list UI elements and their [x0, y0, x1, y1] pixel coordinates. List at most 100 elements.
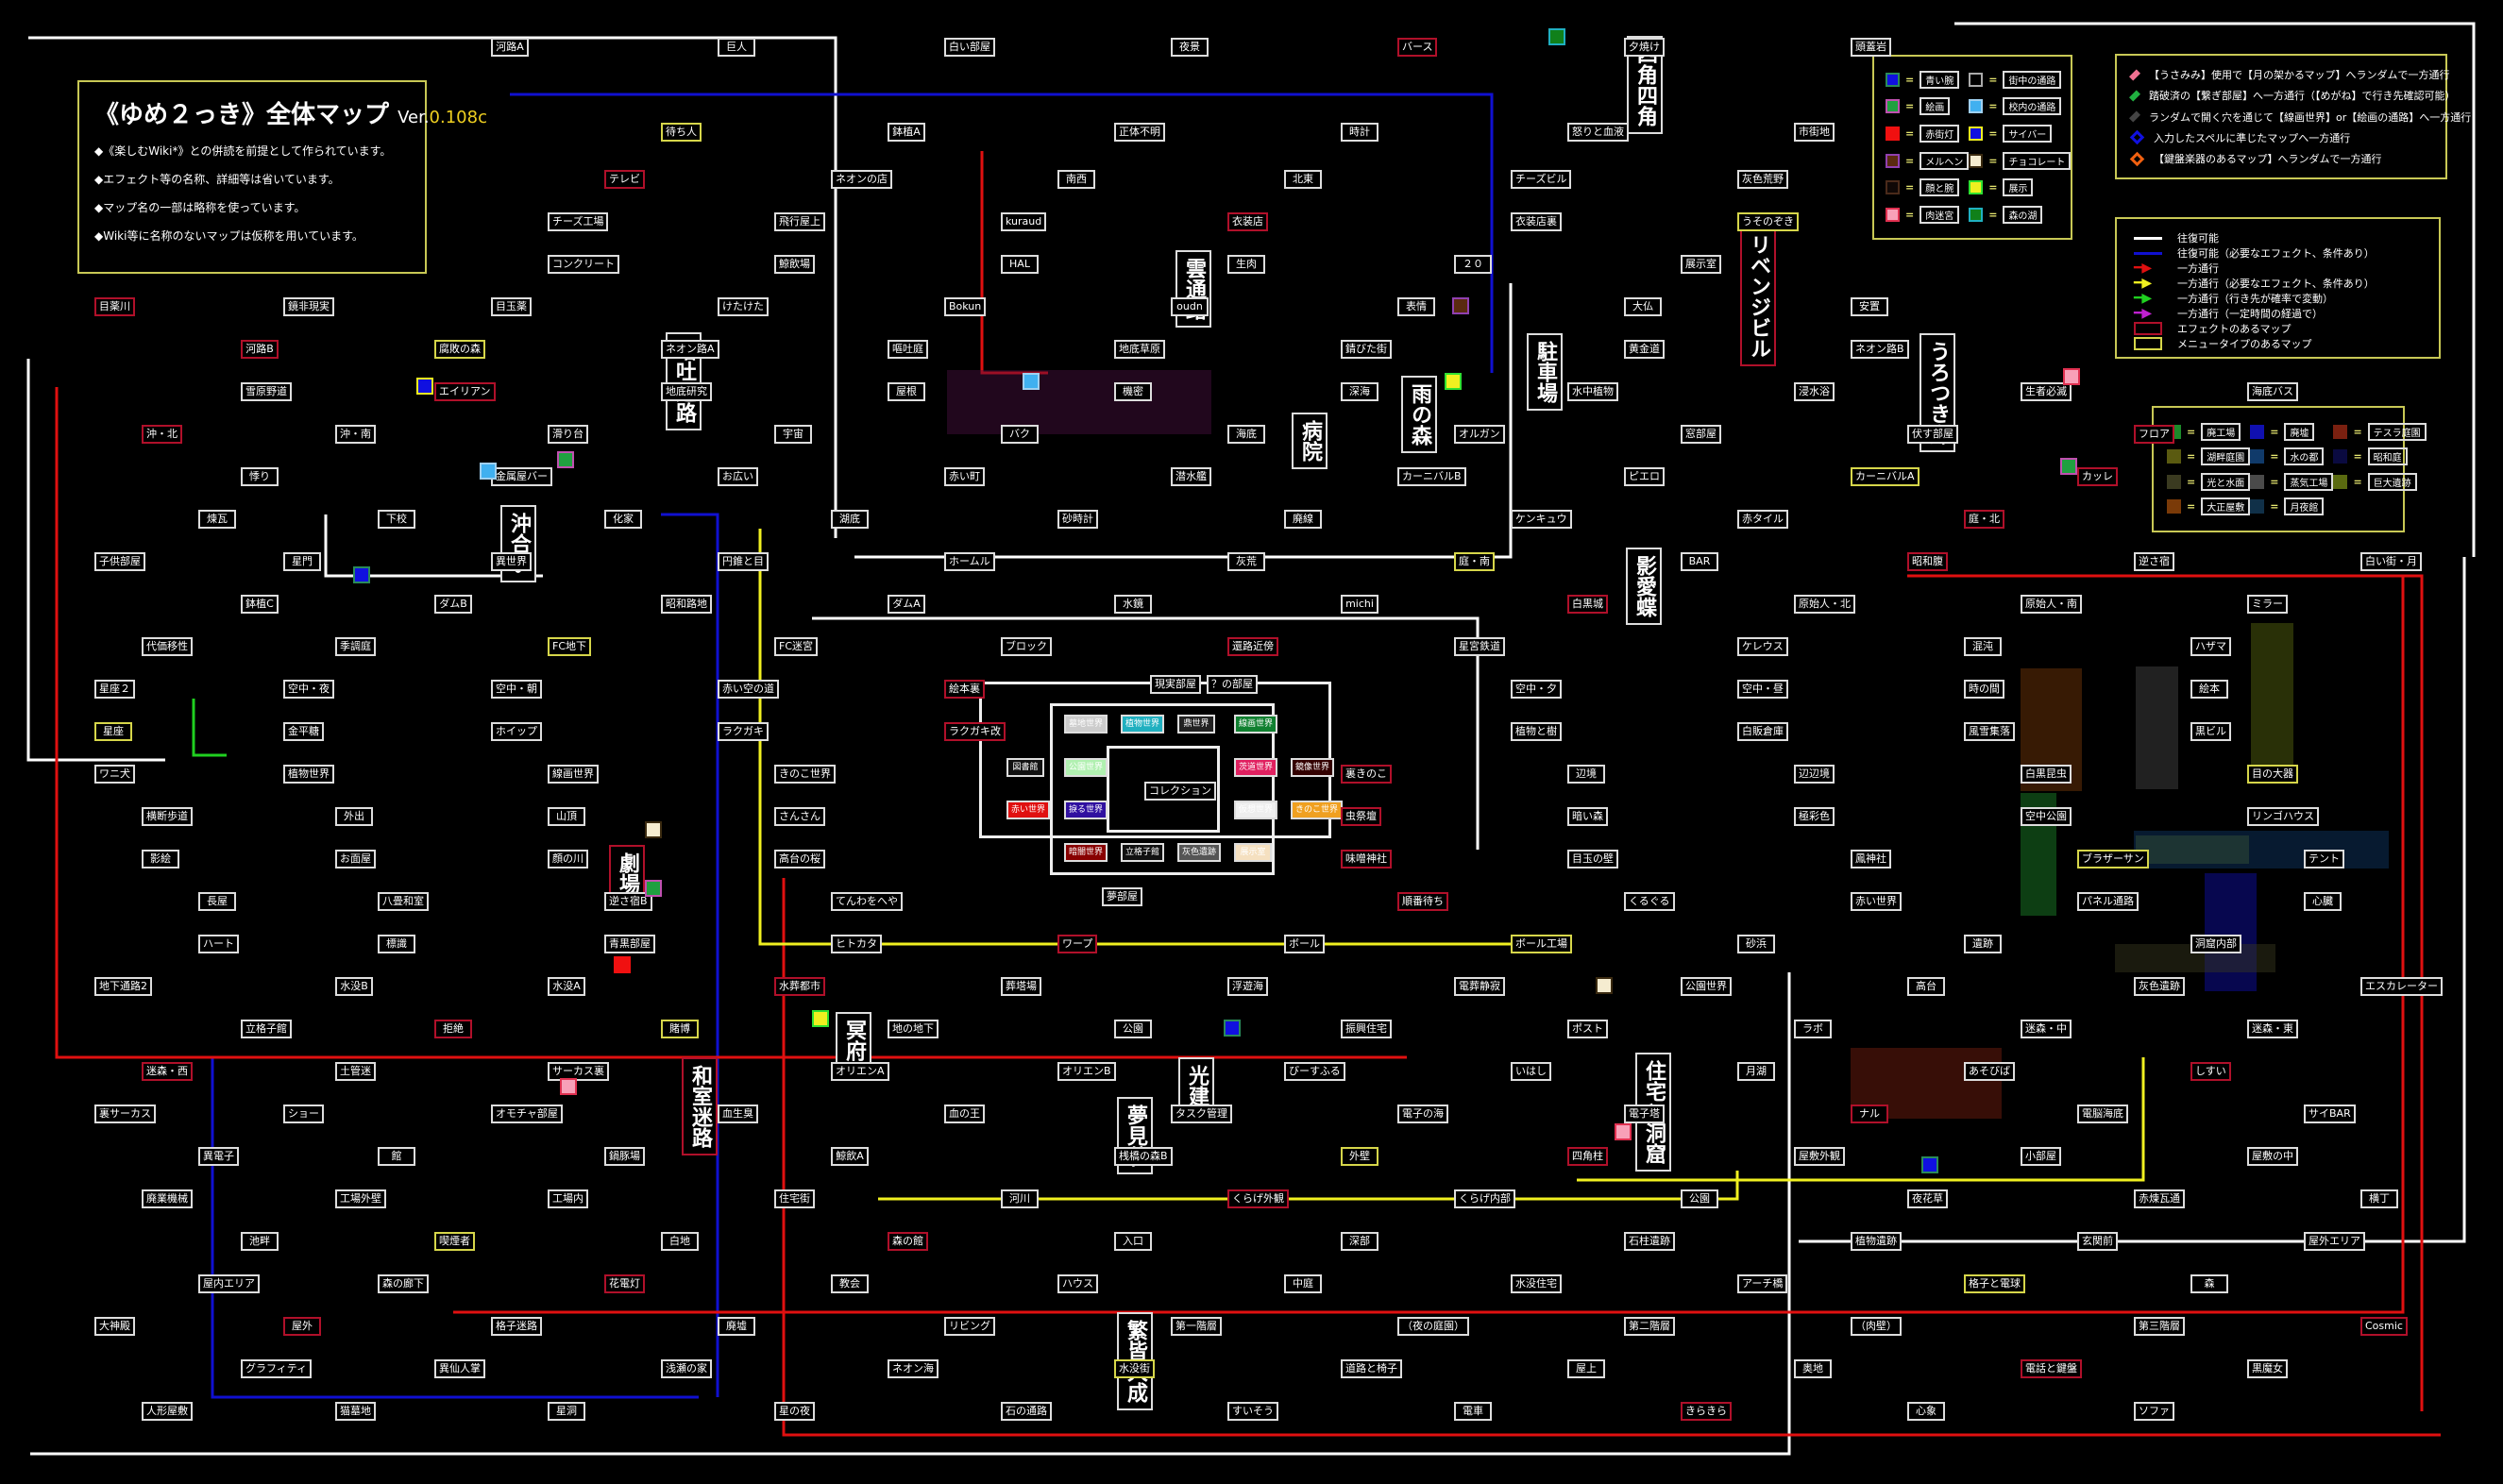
map-node[interactable]: 腐敗の森 [434, 340, 485, 359]
map-node[interactable]: ワニ犬 [94, 765, 135, 784]
hub-map[interactable]: 冥府 [836, 1012, 871, 1069]
map-node[interactable]: カーニバルA [1851, 467, 1920, 486]
map-node[interactable]: 時計 [1341, 123, 1378, 142]
map-node[interactable]: 海底バス [2247, 382, 2298, 401]
nexus-world-door[interactable]: 暗闇世界 [1064, 843, 1108, 862]
hub-map[interactable]: リベンジビル [1740, 227, 1776, 366]
map-node[interactable]: てんわをへや [831, 892, 903, 911]
map-node[interactable]: 金属屋バー [491, 467, 552, 486]
map-node[interactable]: 住宅街 [774, 1189, 815, 1208]
map-node[interactable]: アーチ橋 [1737, 1274, 1788, 1293]
map-node[interactable]: 迷森・西 [142, 1062, 193, 1081]
map-node[interactable]: 空中・夜 [283, 680, 334, 699]
map-node[interactable]: 地の地下 [888, 1020, 939, 1038]
map-node[interactable]: ハート [198, 935, 239, 953]
map-node[interactable]: 怒りと血液 [1567, 123, 1629, 142]
map-node[interactable]: 辺辺境 [1794, 765, 1835, 784]
map-node[interactable]: バース [1397, 38, 1438, 57]
map-node[interactable]: oudn [1171, 297, 1209, 316]
map-node[interactable]: ダムA [888, 595, 925, 614]
map-node[interactable]: チーズビル [1511, 170, 1572, 189]
map-node[interactable]: 混沌 [1964, 637, 2002, 656]
map-node[interactable]: 星座 [94, 722, 132, 741]
map-node[interactable]: 空中・昼 [1737, 680, 1788, 699]
map-node[interactable]: 格子迷路 [491, 1317, 542, 1336]
map-node[interactable]: テント [2304, 850, 2344, 868]
nexus-world-door[interactable]: 公園世界 [1064, 758, 1108, 777]
nexus-world-door[interactable]: 仮想世界 [1234, 801, 1278, 819]
map-node[interactable]: 沖・北 [142, 425, 182, 444]
map-node[interactable]: 横断歩道 [142, 807, 193, 826]
map-node[interactable]: 砂浜 [1737, 935, 1775, 953]
nexus-unknown-room[interactable]: ？の部屋 [1207, 675, 1258, 694]
map-node[interactable]: 森 [2190, 1274, 2228, 1293]
map-node[interactable]: 沖・南 [335, 425, 376, 444]
map-node[interactable]: （肉壁） [1851, 1317, 1902, 1336]
map-node[interactable]: 青黒部屋 [604, 935, 655, 953]
map-node[interactable]: 潜水艦 [1171, 467, 1211, 486]
map-node[interactable]: 空中公園 [2021, 807, 2072, 826]
map-node[interactable]: くらげ内部 [1454, 1189, 1515, 1208]
map-node[interactable]: くらげ外観 [1227, 1189, 1289, 1208]
map-node[interactable]: 南西 [1057, 170, 1095, 189]
map-node[interactable]: 白い部屋 [944, 38, 995, 57]
map-node[interactable]: 下校 [378, 510, 415, 529]
map-node[interactable]: 河路B [241, 340, 279, 359]
map-node[interactable]: 高台 [1907, 977, 1945, 996]
map-node[interactable]: 裏きのこ [1341, 765, 1392, 784]
map-node[interactable]: 第二階層 [1624, 1317, 1675, 1336]
map-node[interactable]: 順番待ち [1397, 892, 1448, 911]
map-node[interactable]: 拒絶 [434, 1020, 472, 1038]
map-node[interactable]: チーズ工場 [548, 212, 609, 231]
map-node[interactable]: 地下通路2 [94, 977, 152, 996]
map-node[interactable]: 第三階層 [2134, 1317, 2185, 1336]
map-node[interactable]: 還路近傍 [1227, 637, 1278, 656]
map-node[interactable]: 大神殿 [94, 1317, 135, 1336]
map-node[interactable]: 高台の桜 [774, 850, 825, 868]
map-node[interactable]: 深海 [1341, 382, 1378, 401]
map-node[interactable]: 横丁 [2360, 1189, 2398, 1208]
map-node[interactable]: 大仏 [1624, 297, 1662, 316]
map-node[interactable]: 夜花草 [1907, 1189, 1948, 1208]
map-node[interactable]: 赤い空の道 [718, 680, 779, 699]
map-node[interactable]: 灰荒 [1227, 552, 1265, 571]
map-node[interactable]: 白地 [661, 1232, 699, 1251]
map-node[interactable]: 電脳海底 [2077, 1105, 2128, 1123]
map-node[interactable]: 葬塔場 [1001, 977, 1041, 996]
map-node[interactable]: 第一階層 [1171, 1317, 1222, 1336]
map-node[interactable]: 植物世界 [283, 765, 334, 784]
map-node[interactable]: 格子と電球 [1964, 1274, 2025, 1293]
map-node[interactable]: くるぐる [1624, 892, 1675, 911]
map-node[interactable]: ネオン海 [888, 1359, 939, 1378]
map-node[interactable]: 深部 [1341, 1232, 1378, 1251]
map-node[interactable]: 白黒城 [1567, 595, 1608, 614]
map-node[interactable]: 地底草原 [1114, 340, 1165, 359]
map-node[interactable]: 星門 [283, 552, 321, 571]
map-node[interactable]: 屋根 [888, 382, 925, 401]
map-node[interactable]: ヒトカタ [831, 935, 882, 953]
map-node[interactable]: 石の通路 [1001, 1402, 1052, 1421]
map-node[interactable]: 心象 [1907, 1402, 1945, 1421]
map-node[interactable]: テレビ [604, 170, 645, 189]
map-node[interactable]: 星の夜 [774, 1402, 815, 1421]
map-node[interactable]: 白黒昆虫 [2021, 765, 2072, 784]
map-node[interactable]: 逆さ宿 [2134, 552, 2174, 571]
map-node[interactable]: ブラザーサン [2077, 850, 2149, 868]
map-node[interactable]: 異世界 [491, 552, 532, 571]
map-node[interactable]: 嘔吐庭 [888, 340, 928, 359]
map-node[interactable]: 生肉 [1227, 255, 1265, 274]
map-node[interactable]: 浅瀬の家 [661, 1359, 712, 1378]
map-node[interactable]: 灰色遺跡 [2134, 977, 2185, 996]
map-node[interactable]: 植物遺跡 [1851, 1232, 1902, 1251]
map-node[interactable]: 血の王 [944, 1105, 985, 1123]
map-node[interactable]: 鉢植C [241, 595, 279, 614]
map-node[interactable]: 八畳和室 [378, 892, 429, 911]
map-node[interactable]: ホームル [944, 552, 995, 571]
map-node[interactable]: 工場外壁 [335, 1189, 386, 1208]
map-node[interactable]: オモチャ部屋 [491, 1105, 563, 1123]
map-node[interactable]: 血生臭 [718, 1105, 758, 1123]
map-node[interactable]: 昭和腹 [1907, 552, 1948, 571]
map-node[interactable]: 辺境 [1567, 765, 1605, 784]
map-node[interactable]: 逆さ宿B [604, 892, 652, 911]
map-node[interactable]: 白販倉庫 [1737, 722, 1788, 741]
